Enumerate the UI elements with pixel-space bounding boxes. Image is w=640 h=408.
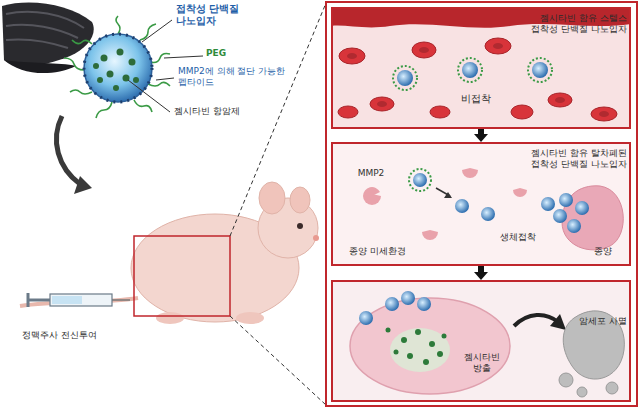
panel-label: 종양	[579, 246, 627, 257]
panel-label: 종양 미세환경	[349, 246, 439, 257]
panel-label: 젬시타빈 방출	[457, 352, 507, 374]
mouse	[20, 182, 319, 324]
flow-arrow	[474, 266, 488, 280]
zoom-line	[230, 3, 326, 236]
arrow-head	[474, 272, 488, 280]
zoom-line	[230, 316, 326, 405]
zoom-frame	[326, 2, 637, 406]
cell-death-scene	[331, 280, 631, 402]
mussel-shell	[2, 3, 94, 74]
panel-label: MMP2	[347, 168, 395, 179]
nanoparticle	[84, 34, 152, 102]
panel-label: 비접착	[449, 93, 503, 105]
panel-label: 젬시타빈 함유 스텔스 접착성 단백질 나노입자	[529, 13, 627, 35]
arrow-head	[474, 134, 488, 142]
syringe	[28, 293, 130, 307]
panel-label: 암세포 사멸	[579, 316, 627, 327]
panel-label: 생체접착	[485, 232, 551, 243]
curved-arrow	[56, 116, 92, 194]
stage-panel: 젬시타빈 방출 암세포 사멸	[331, 280, 631, 402]
stage-panel: 젬시타빈 함유 스텔스 접착성 단백질 나노입자비접착	[331, 7, 631, 129]
callout-label: MMP2에 의해 절단 가능한 펩타이드	[178, 66, 308, 88]
tumor-microenvironment-scene	[331, 142, 631, 266]
panel-label: 젬시타빈 함유 탈차폐된 접착성 단백질 나노입자	[525, 148, 627, 170]
arrow-shaft	[478, 266, 484, 273]
peg-chains	[64, 16, 170, 118]
zoom-box	[134, 236, 230, 316]
stage-panel: 젬시타빈 함유 탈차폐된 접착성 단백질 나노입자 MMP2 종양 미세환경 생체접착…	[331, 142, 631, 266]
callout-label: 정맥주사 전신투여	[22, 330, 142, 341]
flow-arrow	[474, 129, 488, 142]
blood-vessel-scene	[331, 7, 631, 129]
callout-label: 접착성 단백질 나노입자	[176, 3, 280, 27]
callout-label: 젬시타빈 항암제	[174, 106, 294, 117]
callout-label: PEG	[206, 48, 246, 59]
